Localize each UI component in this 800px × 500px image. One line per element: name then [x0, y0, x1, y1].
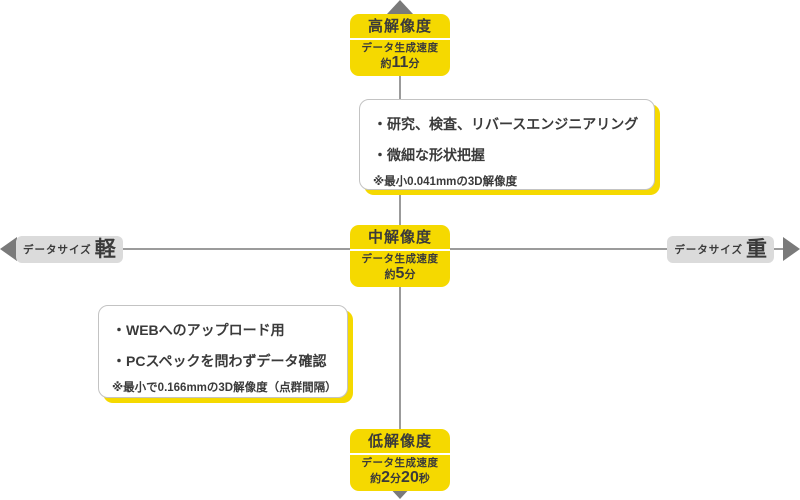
low-res-annotation-box: ・WEBへのアップロード用 ・PCスペックを問わずデータ確認 ※最小で0.166… [98, 305, 348, 398]
badge-subtitle: データ生成速度 約2分20秒 [350, 455, 450, 491]
badge-title: 低解像度 [350, 429, 450, 455]
speed-value: 約11分 [380, 54, 420, 71]
medium-resolution-badge: 中解像度 データ生成速度 約5分 [350, 225, 450, 287]
speed-label: データ生成速度 [361, 253, 439, 265]
data-size-text: データサイズ [674, 244, 743, 256]
speed-label: データ生成速度 [361, 42, 439, 54]
badge-title: 中解像度 [350, 225, 450, 251]
speed-label: データ生成速度 [361, 457, 439, 469]
footnote: ※最小で0.166mmの3D解像度（点群間隔） [112, 382, 337, 394]
bullet-item: ・WEBへのアップロード用 [112, 322, 285, 338]
bullet-item: ・微細な形状把握 [373, 147, 485, 163]
low-resolution-badge: 低解像度 データ生成速度 約2分20秒 [350, 429, 450, 491]
data-size-heavy-char: 重 [746, 238, 767, 261]
data-size-light-label: データサイズ 軽 [16, 236, 123, 263]
high-res-annotation-box: ・研究、検査、リバースエンジニアリング ・微細な形状把握 ※最小0.041mmの… [359, 99, 655, 190]
data-size-heavy-label: データサイズ 重 [667, 236, 774, 263]
arrow-up-icon [387, 0, 413, 14]
bullet-item: ・PCスペックを問わずデータ確認 [112, 353, 327, 369]
badge-title: 高解像度 [350, 14, 450, 40]
badge-subtitle: データ生成速度 約11分 [350, 40, 450, 76]
arrow-right-icon [783, 237, 800, 261]
speed-value: 約2分20秒 [370, 469, 430, 486]
high-resolution-badge: 高解像度 データ生成速度 約11分 [350, 14, 450, 76]
data-size-text: データサイズ [23, 244, 92, 256]
bullet-item: ・研究、検査、リバースエンジニアリング [373, 116, 639, 132]
data-size-light-char: 軽 [94, 238, 116, 261]
badge-subtitle: データ生成速度 約5分 [350, 251, 450, 287]
footnote: ※最小0.041mmの3D解像度 [373, 176, 518, 188]
speed-value: 約5分 [384, 265, 416, 282]
arrow-left-icon [0, 237, 17, 261]
